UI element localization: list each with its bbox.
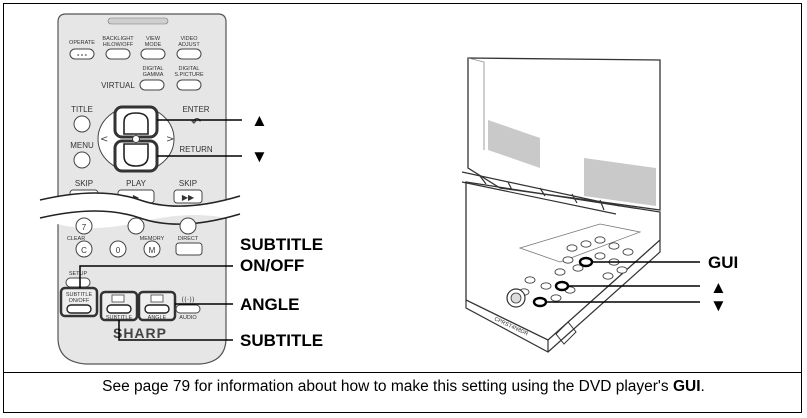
caption: See page 79 for information about how to… xyxy=(0,378,807,396)
remote-label-view-mode: VIEW xyxy=(146,36,161,42)
remote-label-skip-right: SKIP xyxy=(179,179,197,188)
remote-label-virtual: VIRTUAL xyxy=(101,81,135,90)
callout-subtitle-onoff-line2: ON/OFF xyxy=(240,256,304,275)
remote-label-title: TITLE xyxy=(71,105,93,114)
menu-button xyxy=(73,151,91,169)
enter-center-icon xyxy=(132,135,140,143)
remote-label-operate: OPERATE xyxy=(69,40,95,46)
remote-label-return: RETURN xyxy=(179,145,213,154)
svg-text:ADJUST: ADJUST xyxy=(178,42,200,48)
key-clear: C xyxy=(81,246,87,255)
svg-text:MODE: MODE xyxy=(145,42,162,48)
operate-button xyxy=(69,48,95,60)
svg-text:∘∘∘: ∘∘∘ xyxy=(76,53,87,59)
caption-prefix: See page 79 for information about how to… xyxy=(102,378,673,395)
remote-label-menu: MENU xyxy=(70,141,94,150)
svg-text:SUBTITLE: SUBTITLE xyxy=(66,292,93,298)
subtitle-symbol-icon xyxy=(111,294,125,303)
svg-text:DIGITAL: DIGITAL xyxy=(143,66,164,72)
angle-symbol-icon xyxy=(150,294,164,303)
view-mode-button xyxy=(140,48,166,60)
audio-button xyxy=(175,304,201,314)
callout-subtitle-onoff-line1: SUBTITLE xyxy=(240,235,323,254)
remote-callouts: ▲ ▼ SUBTITLE ON/OFF ANGLE SUBTITLE xyxy=(79,111,323,350)
cut-line-top xyxy=(39,192,241,207)
setup-button xyxy=(65,277,91,288)
svg-text:ON/OFF: ON/OFF xyxy=(69,298,90,304)
remote-label-clear: CLEAR xyxy=(67,236,85,242)
remote-label-video-adjust: VIDEO xyxy=(180,36,198,42)
remote-label-backlight: BACKLIGHT xyxy=(102,36,134,42)
remote-label-enter: ENTER xyxy=(182,105,209,114)
title-button xyxy=(73,115,91,133)
gui-button xyxy=(578,256,594,268)
callout-subtitle: SUBTITLE xyxy=(240,331,323,350)
remote-label-audio: AUDIO xyxy=(179,315,197,321)
svg-text:GAMMA: GAMMA xyxy=(143,72,164,78)
brand-logo: SHARP xyxy=(113,325,167,341)
screen-reflection-left xyxy=(488,120,540,168)
player-callouts: GUI ▲ ▼ xyxy=(546,253,738,315)
subtitle-onoff-button xyxy=(66,304,92,314)
audio-symbol-icon: ((·)) xyxy=(181,296,194,304)
player-down-button xyxy=(532,296,548,308)
caption-bold: GUI xyxy=(672,378,701,395)
virtual-button xyxy=(139,79,165,91)
remote-label-subtitle: SUBTITLE xyxy=(106,315,133,321)
player-model-label: CPRST4N8DR xyxy=(493,316,529,337)
caption-divider xyxy=(4,372,801,373)
return-symbol-icon: ↶ xyxy=(191,115,201,129)
remote-label-play: PLAY xyxy=(126,179,147,188)
remote-label-direct: DIRECT xyxy=(178,236,199,242)
backlight-button xyxy=(105,48,131,60)
remote-label-angle: ANGLE xyxy=(148,315,167,321)
pad-right-icon: > xyxy=(166,134,174,145)
key-0: 0 xyxy=(116,246,121,255)
svg-text:S.PICTURE: S.PICTURE xyxy=(174,72,204,78)
key-7: 7 xyxy=(82,223,87,232)
play-icon: ▶ xyxy=(133,193,140,202)
pad-left-icon: < xyxy=(100,134,108,145)
key-memory: M xyxy=(149,246,156,255)
svg-text:DIGITAL: DIGITAL xyxy=(179,66,200,72)
down-button xyxy=(123,143,149,167)
callout-player-up: ▲ xyxy=(710,278,727,297)
up-button xyxy=(123,112,149,135)
screen-reflection-right xyxy=(584,158,656,206)
subtitle-button xyxy=(106,304,132,314)
angle-button xyxy=(144,304,170,314)
video-adjust-button xyxy=(176,48,202,60)
dvd-player: CPRST4N8DR xyxy=(461,57,661,353)
skip-forward-icon: ▶▶ xyxy=(182,193,195,202)
remote-label-skip-left: SKIP xyxy=(75,179,93,188)
svg-text:HILOW/OFF: HILOW/OFF xyxy=(103,42,134,48)
callout-angle: ANGLE xyxy=(240,295,300,314)
callout-gui: GUI xyxy=(708,253,738,272)
callout-down-arrow: ▼ xyxy=(251,147,268,166)
callout-player-down: ▼ xyxy=(710,296,727,315)
caption-suffix: . xyxy=(700,378,705,395)
remote-label-memory: MEMORY xyxy=(140,236,165,242)
remote-control: OPERATE ∘∘∘ BACKLIGHT HILOW/OFF VIEW MOD… xyxy=(39,13,241,365)
digital-picture-button xyxy=(176,79,202,91)
player-up-button xyxy=(554,280,570,292)
remote-label-setup: SETUP xyxy=(69,271,88,277)
cut-line-bottom xyxy=(39,210,241,225)
callout-up-arrow: ▲ xyxy=(251,111,268,130)
